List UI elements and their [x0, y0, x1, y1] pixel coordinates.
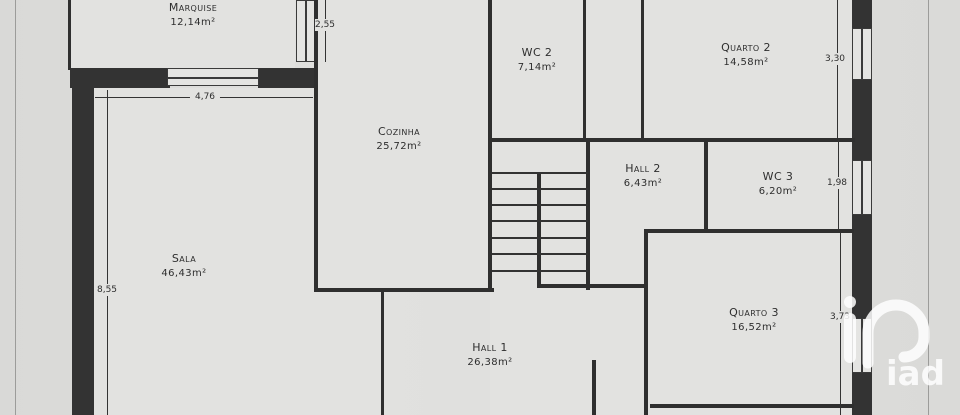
- dim-line-quarto2: [837, 0, 838, 138]
- room-label-wc3: WC 3 6,20m²: [758, 170, 798, 197]
- wall: [586, 140, 590, 290]
- outer-wall-west: [72, 68, 94, 415]
- dim-sala-height: 8,55: [96, 284, 118, 296]
- wall: [538, 284, 646, 288]
- wall: [490, 138, 855, 142]
- room-label-quarto2: Quarto 2 14,58m²: [721, 41, 771, 68]
- window-marquise: [296, 0, 316, 62]
- room-label-hall1: Hall 1 26,38m²: [467, 341, 513, 368]
- paper-edge-line: [15, 0, 16, 415]
- dim-quarto2-height: 3,30: [824, 53, 846, 65]
- window-quarto2: [852, 28, 872, 80]
- room-marquise-floor: [70, 0, 295, 68]
- iad-logo-icon: [844, 296, 930, 369]
- wall: [592, 360, 596, 415]
- room-label-sala: Sala 46,43m²: [161, 252, 207, 279]
- room-label-quarto3: Quarto 3 16,52m²: [729, 306, 779, 333]
- wall: [68, 0, 71, 70]
- dim-line-quarto3: [840, 233, 841, 415]
- dim-sala-width: 4,76: [189, 92, 221, 102]
- window-wc3: [852, 160, 872, 215]
- wall: [641, 0, 644, 138]
- room-cozinha-floor: [316, 0, 491, 290]
- wall: [488, 0, 492, 292]
- room-label-hall2: Hall 2 6,43m²: [623, 162, 663, 189]
- dim-wc3-height: 1,98: [826, 177, 848, 189]
- wall: [644, 229, 854, 233]
- paper-edge-line: [928, 0, 929, 415]
- room-east-floor: [490, 0, 855, 415]
- wall: [583, 0, 586, 140]
- window-sala: [167, 68, 259, 86]
- iad-logo-watermark: iad: [838, 295, 948, 395]
- outer-wall: [258, 68, 316, 88]
- room-label-wc2: WC 2 7,14m²: [517, 46, 557, 73]
- wall: [381, 290, 384, 415]
- wall: [644, 229, 648, 415]
- room-label-cozinha: Cozinha 25,72m²: [376, 125, 422, 152]
- wall: [650, 404, 854, 408]
- wall: [314, 0, 318, 292]
- dim-marquise-height: 2,55: [314, 19, 336, 31]
- dim-line-marquise: [325, 0, 326, 62]
- wall: [314, 288, 494, 292]
- watermark-text: iad: [886, 354, 945, 394]
- outer-wall: [70, 68, 170, 88]
- dim-line-sala-height: [107, 90, 108, 415]
- room-label-marquise: Marquise 12,14m²: [168, 1, 218, 28]
- wall: [704, 140, 708, 232]
